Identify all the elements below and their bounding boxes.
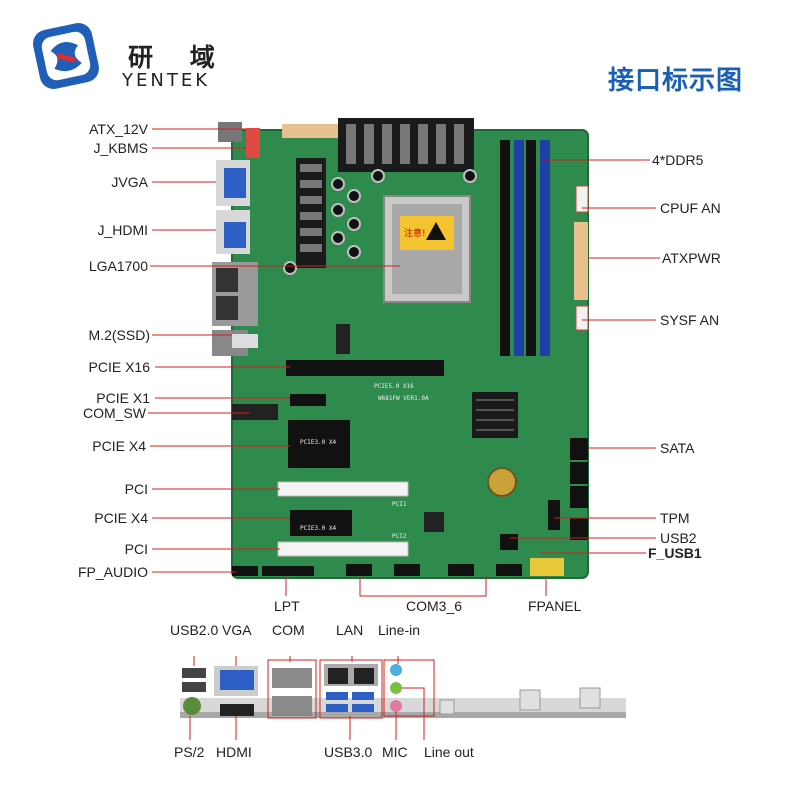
sata-ports [570,438,588,540]
label-io-ps2: PS/2 [174,744,205,760]
sysfan-header [575,305,589,331]
label-io-lan: LAN [336,622,364,638]
label-io-usb20: USB2.0 [170,622,219,638]
label-lpt: LPT [274,598,300,614]
pcie-x16-slot [286,360,444,376]
io-line-in [390,664,402,676]
io-line-out [390,682,402,694]
label-fpanel: FPANEL [528,598,582,614]
label-sys-fan: SYSF AN [660,312,720,328]
io-com2 [272,696,312,716]
silk-pci1: PCI1 [392,501,407,508]
brand-name-cn: 研 域 [128,43,229,72]
fpanel-header [530,558,564,576]
label-com3-6: COM3_6 [406,598,463,614]
label-io-vga: VGA [222,622,252,638]
label-jvga: JVGA [111,174,148,190]
label-atxpwr: ATXPWR [662,250,721,266]
ddr5-slots [500,140,550,356]
pci-slot-1 [277,481,409,497]
pci-slot-2 [277,541,409,557]
label-cpu-fan: CPUF AN [660,200,721,216]
label-io-mic: MIC [382,744,408,760]
atx12v-connector [246,128,260,158]
io-hdmi [220,704,254,716]
label-ddr5: 4*DDR5 [652,152,704,168]
io-usb20 [182,668,206,692]
tpm-header [548,500,560,530]
label-pcie-x4-2: PCIE X4 [94,510,148,526]
silk-model: W681FW VER1.0A [378,395,429,402]
label-j-kbms: J_KBMS [93,140,148,156]
silk-pcie4-2: PCIE3.0 X4 [300,525,337,532]
label-pcie-x4-1: PCIE X4 [92,438,146,454]
label-pci-1: PCI [124,481,148,497]
label-com-sw: COM_SW [83,405,146,421]
label-fp-audio: FP_AUDIO [77,564,148,580]
label-io-line-in: Line-in [378,622,421,638]
page-title: 接口标示图 [608,66,744,96]
usb2-header [500,534,518,550]
cmos-battery [487,467,517,497]
label-lga1700: LGA1700 [88,258,148,274]
com-header-4 [394,564,420,576]
pcie-x4-slot-1 [288,420,350,468]
label-tpm: TPM [660,510,690,526]
com-header-5 [448,564,474,576]
silk-pcie4-1: PCIE3.0 X4 [300,439,337,446]
silk-pci2: PCI2 [392,533,407,540]
label-io-hdmi: HDMI [216,744,252,760]
lpt-header [262,566,314,576]
label-pcie-x1: PCIE X1 [96,390,150,406]
label-io-com: COM [272,622,305,638]
label-m2-ssd: M.2(SSD) [88,327,150,343]
com-header-3 [346,564,372,576]
io-ps2 [183,697,201,715]
pcie-x1-slot [290,394,326,406]
silk-pcie16: PCIE5.0 X16 [374,383,414,390]
brand-logo-mark [33,23,99,89]
label-atx12v: ATX_12V [89,121,148,137]
io-com1 [272,668,312,688]
io-mic [390,700,402,712]
chipset-heatsink [472,392,518,438]
label-j-hdmi: J_HDMI [97,222,148,238]
brand-name-en: YENTEK [122,70,211,91]
label-io-usb30: USB3.0 [324,744,373,760]
pcie-x4-slot-2 [290,510,352,536]
cpufan-header [575,185,589,213]
io-usb30 [326,692,374,712]
label-pci-2: PCI [124,541,148,557]
label-pcie-x16: PCIE X16 [88,359,150,375]
cpu-warning-label: 注意! [404,227,426,239]
label-f-usb1: F_USB1 [648,545,702,561]
fp-audio-header [232,566,258,576]
m2-slot [232,334,258,348]
label-usb2: USB2 [660,530,697,546]
label-io-line-out: Line out [424,744,474,760]
com-header-6 [496,564,522,576]
label-sata: SATA [660,440,695,456]
atxpwr-connector [574,222,588,300]
